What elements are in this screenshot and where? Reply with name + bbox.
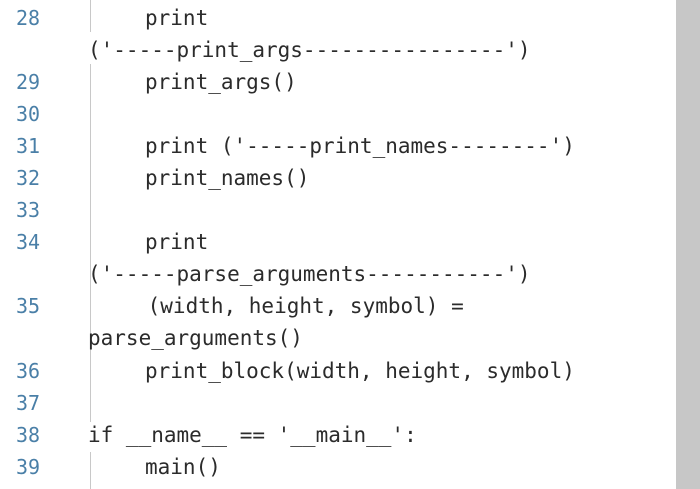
line-number: 31 bbox=[16, 134, 41, 158]
line-number-gutter bbox=[0, 0, 62, 489]
indent-guide bbox=[90, 64, 91, 422]
code-line[interactable]: 34 print bbox=[0, 226, 675, 258]
line-number: 33 bbox=[16, 198, 41, 222]
line-number: 38 bbox=[16, 423, 41, 447]
code-text[interactable]: print_args() bbox=[145, 70, 297, 94]
code-line[interactable]: parse_arguments() bbox=[0, 322, 675, 354]
line-number: 39 bbox=[16, 455, 41, 479]
code-text[interactable]: print bbox=[145, 6, 209, 30]
code-line[interactable]: 39 main() bbox=[0, 451, 675, 483]
code-line[interactable]: 37 bbox=[0, 387, 675, 419]
line-number: 29 bbox=[16, 70, 41, 94]
code-text[interactable]: ('-----parse_arguments-----------') bbox=[88, 262, 531, 286]
code-line[interactable]: 32 print_names() bbox=[0, 162, 675, 194]
code-line[interactable]: 29 print_args() bbox=[0, 66, 675, 98]
line-number: 35 bbox=[16, 294, 41, 318]
code-line[interactable]: 38 if __name__ == '__main__': bbox=[0, 419, 675, 451]
line-number: 30 bbox=[16, 102, 41, 126]
code-text[interactable]: ('-----print_args----------------') bbox=[88, 38, 531, 62]
code-text[interactable]: main() bbox=[145, 455, 221, 479]
code-line[interactable]: ('-----print_args----------------') bbox=[0, 34, 675, 66]
line-number: 36 bbox=[16, 359, 41, 383]
indent-guide bbox=[90, 452, 91, 489]
indent-guide bbox=[90, 0, 91, 32]
vertical-scrollbar[interactable] bbox=[676, 0, 700, 489]
code-line[interactable]: 36 print_block(width, height, symbol) bbox=[0, 355, 675, 387]
code-line[interactable]: 30 bbox=[0, 98, 675, 130]
code-line[interactable]: 31 print ('-----print_names--------') bbox=[0, 130, 675, 162]
code-text[interactable]: print_block(width, height, symbol) bbox=[145, 359, 575, 383]
code-text[interactable]: (width, height, symbol) = bbox=[135, 294, 464, 318]
code-line[interactable]: 35 (width, height, symbol) = bbox=[0, 290, 675, 322]
code-line[interactable]: 28 print bbox=[0, 2, 675, 34]
line-number: 28 bbox=[16, 6, 41, 30]
line-number: 34 bbox=[16, 230, 41, 254]
line-number: 32 bbox=[16, 166, 41, 190]
line-number: 37 bbox=[16, 391, 41, 415]
code-line[interactable]: 33 bbox=[0, 194, 675, 226]
code-text[interactable]: print bbox=[145, 230, 209, 254]
code-text[interactable]: print_names() bbox=[145, 166, 310, 190]
code-text[interactable]: if __name__ == '__main__': bbox=[88, 423, 417, 447]
code-text[interactable]: parse_arguments() bbox=[88, 326, 303, 350]
code-text[interactable]: print ('-----print_names--------') bbox=[145, 134, 575, 158]
code-line[interactable]: ('-----parse_arguments-----------') bbox=[0, 258, 675, 290]
